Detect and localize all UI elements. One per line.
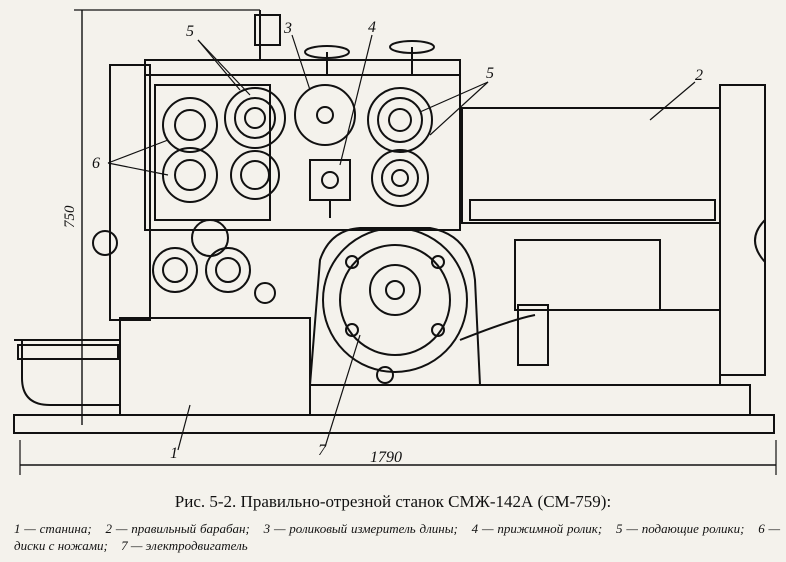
knife-disc-upper [162,97,218,153]
callout-4: 4 [368,19,376,36]
machine-drawing: 5 3 4 5 2 6 1 7 750 1790 [13,9,777,475]
callout-7: 7 [318,442,327,459]
bed-right-housing [309,384,751,416]
machine-bed [119,317,311,416]
legend-item-7: 7 — электродвигатель [121,538,248,553]
figure-caption: Рис. 5-2. Правильно-отрезной станок СМЖ-… [174,492,612,511]
callout-6: 6 [92,155,100,172]
legend-item-4: 4 — прижимной ролик; [471,521,603,536]
legend-item-3: 3 — роликовый измеритель длины; [263,521,458,536]
straightening-drum [461,107,721,224]
outlet-chute [14,339,121,406]
legend-item-5: 5 — подающие ролики; [616,521,745,536]
callout-1: 1 [170,445,178,462]
callout-3: 3 [283,20,292,37]
callout-5a: 5 [186,23,194,40]
knife-disc-lower [162,147,218,203]
callout-5b: 5 [486,65,494,82]
width-dimension: 1790 [370,449,402,466]
figure-legend: 1 — станина; 2 — правильный барабан; 3 —… [14,520,780,554]
legend-item-2: 2 — правильный барабан; [105,521,250,536]
height-dimension: 750 [62,205,78,228]
base-plate [13,414,775,434]
measuring-roller [294,84,356,146]
legend-item-6: 6 — диски с ножами; [14,521,781,553]
callout-2: 2 [695,67,703,84]
legend-item-1: 1 — станина; [14,521,92,536]
pressure-roller [309,159,351,201]
feed-rollers [224,87,433,207]
